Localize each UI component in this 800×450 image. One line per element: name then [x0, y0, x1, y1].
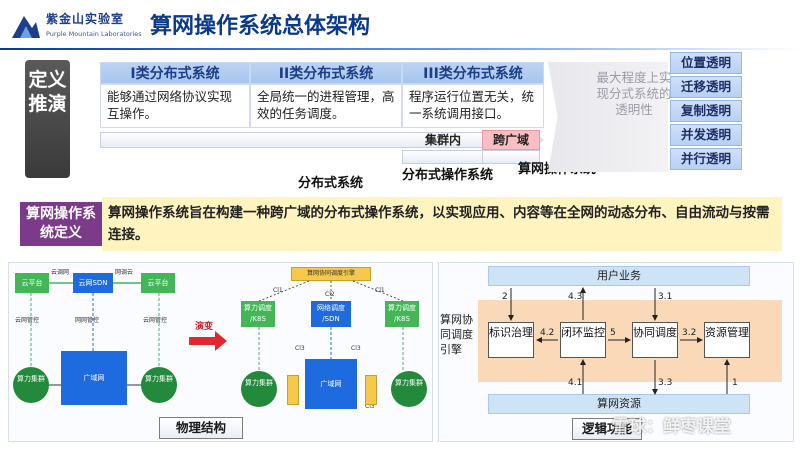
cloud-sdn: 云网SDN [73, 273, 113, 293]
compute-sched-2-k8s: /K8S [394, 315, 410, 323]
compute-cluster-left-2: 算力集群 [141, 367, 177, 403]
cn-scheduling-engine: 算网协同调度引擎 [291, 267, 371, 281]
definition-band [102, 197, 782, 251]
physical-structure-caption: 物理结构 [159, 417, 243, 439]
transparency-location: 位置透明 [670, 52, 742, 74]
cross-domain-tag: 跨广域 [482, 130, 540, 150]
compute-sched-1-k8s: /K8S [250, 315, 266, 323]
left-links [30, 282, 160, 386]
iface-cl3-b: Cl3 [351, 345, 361, 352]
col-header-type3: III类分布式系统 [402, 62, 544, 84]
step-4-1: 4.1 [568, 378, 583, 388]
iface-cl1-a: Cl1 [273, 287, 283, 294]
col-header-type1: I类分布式系统 [100, 62, 250, 84]
tag-cloud-net-ctrl-1: 云网管控 [15, 317, 40, 324]
step-3-3: 3.3 [658, 378, 673, 388]
step-2: 2 [502, 292, 508, 302]
page-title: 算网操作系统总体架构 [150, 14, 371, 39]
identity-governance-box: 标识治理 [488, 322, 534, 358]
col-header-type2: II类分布式系统 [250, 62, 402, 84]
cn-resource-bar: 算网资源 [488, 394, 750, 414]
logo: 紫金山实验室 Purple Mountain Laboratories [10, 8, 150, 44]
transparency-concurrency: 并发透明 [670, 124, 742, 146]
col-body-type1: 能够通过网络协议实现互操作。 [100, 84, 250, 128]
logo-cn-text: 紫金山实验室 [46, 12, 125, 26]
watermark: 雪球：鲜枣课堂 [612, 417, 731, 437]
tag-cloud-net-ctrl-2: 云网管控 [143, 317, 168, 324]
evolve-arrow-icon [189, 331, 227, 351]
iface-cl3-a: Cl3 [295, 345, 305, 352]
physical-structure-panel: 云平台 云网SDN 云平台 云调网 网调云 云网管控 网网管控 云网管控 广域网… [8, 262, 433, 442]
compute-cluster-right-2: 算力集群 [391, 371, 427, 407]
compute-sched-1-label: 算力调度 [244, 304, 272, 312]
tag-net-net-ctrl: 网网管控 [75, 317, 100, 324]
compute-sched-1: 算力调度 /K8S [241, 301, 275, 327]
caption-distributed-system: 分布式系统 [298, 176, 364, 191]
header-divider [0, 48, 800, 50]
mountain-logo-icon [12, 16, 40, 38]
logo-en-text: Purple Mountain Laboratories [46, 30, 142, 38]
transparency-parallel: 并行透明 [670, 148, 742, 170]
right-links [258, 280, 404, 371]
tag-cloud-to-net: 云调网 [51, 269, 70, 276]
evolve-label: 演变 [195, 322, 214, 332]
col-body-type2: 全局统一的进程管理，高效的任务调度。 [250, 84, 402, 128]
compute-sched-2-label: 算力调度 [388, 304, 416, 312]
user-business-bar: 用户业务 [488, 266, 750, 286]
caption-distributed-os: 分布式操作系统 [402, 168, 494, 183]
iface-cl1-b: Cl1 [375, 287, 385, 294]
closed-loop-monitor-box: 闭环监控 [560, 322, 606, 358]
definition-label: 算网操作系统定义 [20, 202, 102, 246]
transparency-chevron [548, 62, 668, 172]
network-sched-sdn: 网络调度 /SDN [311, 301, 351, 327]
wan-right: 广域网 [305, 359, 357, 409]
step-1: 1 [732, 378, 738, 388]
arch-arrows [508, 287, 730, 395]
step-4-2: 4.2 [540, 328, 555, 338]
step-3-1: 3.1 [658, 292, 673, 302]
cn-interface-right [365, 375, 377, 405]
step-3-2: 3.2 [682, 328, 697, 338]
tag-net-to-cloud: 网调云 [115, 269, 134, 276]
cn-os-arrow [482, 150, 540, 164]
compute-cluster-right-1: 算力集群 [241, 371, 277, 407]
engine-vertical-title: 算网协同调度引擎 [440, 313, 473, 356]
definition-deduction-label: 定义 推演 [25, 60, 70, 178]
iface-cl3-c: Cl3 [365, 403, 375, 410]
definition-text: 算网操作系统旨在构建一种跨广域的分布式操作系统，以实现应用、内容等在全网的动态分… [108, 205, 770, 243]
header: 紫金山实验室 Purple Mountain Laboratories 算网操作… [0, 0, 800, 50]
iface-cl2: Cl2 [325, 291, 335, 298]
side-label-line-1: 定义 [28, 69, 67, 91]
resource-management-box: 资源管理 [704, 322, 750, 358]
cluster-tag: 集群内 [424, 133, 461, 147]
cloud-platform-2: 云平台 [141, 273, 175, 293]
transparency-migration: 迁移透明 [670, 76, 742, 98]
side-label-line-2: 推演 [28, 93, 67, 115]
cloud-platform-1: 云平台 [15, 273, 49, 293]
col-body-type3: 程序运行位置无关，统一系统调用接口。 [402, 84, 544, 128]
step-5: 5 [610, 328, 616, 338]
cooperative-scheduling-box: 协同调度 [632, 322, 678, 358]
compute-cluster-left-1: 算力集群 [13, 367, 49, 403]
logical-function-caption: 逻辑功能 [572, 418, 642, 440]
wan-left: 广域网 [61, 351, 127, 405]
step-4-3: 4.3 [568, 292, 583, 302]
cn-interface-left [287, 375, 299, 405]
transparency-note: 最大程度上实现分式系统的透明性 [596, 70, 672, 117]
transparency-replication: 复制透明 [670, 100, 742, 122]
compute-sched-2: 算力调度 /K8S [385, 301, 419, 327]
